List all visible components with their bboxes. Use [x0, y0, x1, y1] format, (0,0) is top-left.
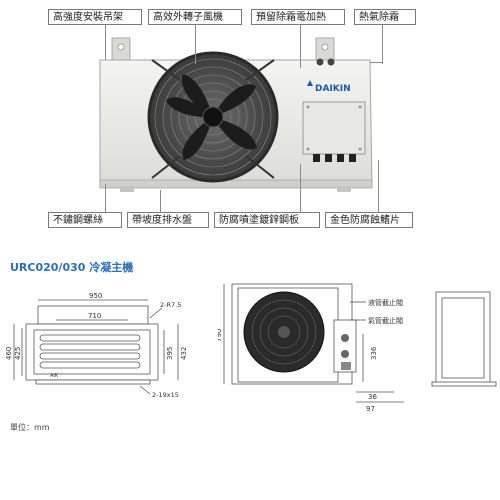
- condenser-fan: [243, 291, 325, 373]
- dim-395: 395: [166, 347, 174, 360]
- callout-hot-gas-defrost: 熱氣除霜: [354, 9, 416, 25]
- dim-336: 336: [370, 346, 378, 360]
- callout-stainless-screws: 不鏽鋼螺絲: [48, 212, 122, 228]
- dim-710: 710: [88, 312, 101, 320]
- brand-logo: DAIKIN: [315, 84, 351, 94]
- fan-blades: [166, 74, 257, 160]
- product-illustration: DAIKIN: [0, 0, 500, 240]
- dim-790: 790: [218, 329, 223, 342]
- daikin-logo-mark: [307, 80, 313, 86]
- callout-defrost-heater: 預留除霜電加熱: [251, 9, 345, 25]
- dim-425: 425: [14, 347, 22, 360]
- callout-sloped-drain-pan: 帶坡度排水盤: [127, 212, 209, 228]
- evaporator-unit-drawing: DAIKIN: [99, 37, 373, 192]
- section-title: URC020/030 冷凝主機: [10, 261, 134, 274]
- front-logo: AIK: [50, 373, 59, 379]
- label-liquid-valve: 液管截止閥: [368, 298, 403, 307]
- junction-box: [302, 101, 366, 155]
- dim-holes: 2-19x15: [152, 391, 179, 399]
- drawing-condenser-view: 790 336 36 97 液管截止閥 氣管截止閥: [215, 280, 500, 415]
- dim-432: 432: [180, 347, 188, 360]
- unit-note: 單位：mm: [10, 423, 50, 432]
- label-gas-valve: 氣管截止閥: [368, 316, 403, 325]
- dim-950: 950: [89, 292, 102, 300]
- fan-hub: [202, 106, 224, 128]
- callout-hanging-bracket: 高強度安裝吊架: [48, 9, 142, 25]
- dim-97: 97: [366, 405, 375, 413]
- dim-r75: 2-R7.5: [160, 301, 181, 309]
- dim-460: 460: [5, 347, 13, 360]
- callout-external-rotor-fan: 高效外轉子風機: [148, 9, 242, 25]
- drawing-front-view: 950 710 2-R7.5 460 425 395 432 2-19x15 A…: [0, 280, 220, 410]
- dim-36: 36: [368, 393, 377, 401]
- callout-galvanized-steel: 防腐噴塗鍍鋅鋼板: [214, 212, 320, 228]
- callout-gold-fins: 金色防腐蝕鰭片: [325, 212, 413, 228]
